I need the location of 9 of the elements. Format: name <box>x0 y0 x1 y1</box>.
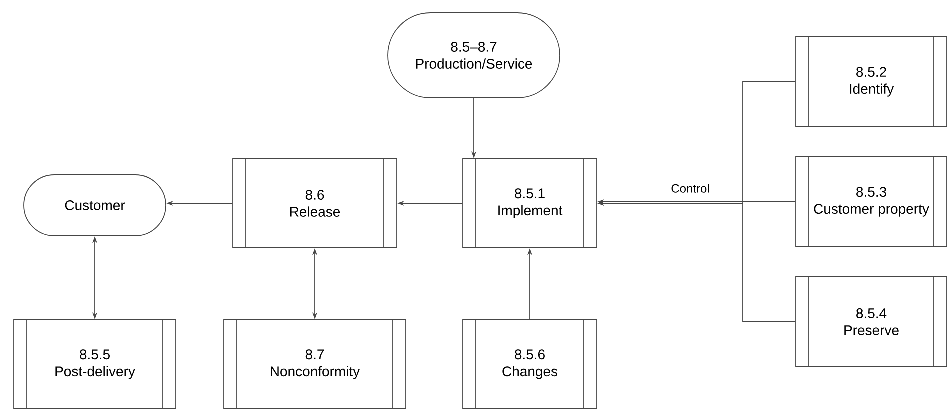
process-box: 8.5.4 Preserve <box>796 276 948 368</box>
process-box: 8.5.1 Implement <box>462 158 598 248</box>
process-box: 8.7 Nonconformity <box>224 320 406 410</box>
edge-label: Control <box>670 183 711 194</box>
process-box: 8.5.5 Post-delivery <box>14 320 176 410</box>
process-box: 8.5.2 Identify <box>796 36 948 128</box>
process-box: 8.5.6 Changes <box>462 320 598 410</box>
process-box: 8.5.3 Customer property <box>796 156 948 248</box>
process-box: 8.6 Release <box>232 158 398 248</box>
